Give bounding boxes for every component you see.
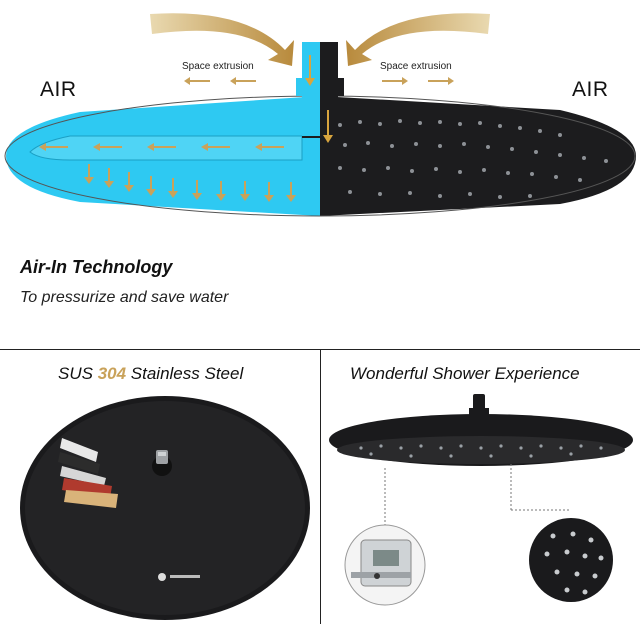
feature-subheading: To pressurize and save water [20,289,229,306]
air-arrow-right-icon [346,13,490,66]
stainless-disc-image [0,390,320,624]
material-title-suffix: Stainless Steel [126,364,244,383]
air-label-left: AIR [40,78,77,101]
feature-heading: Air-In Technology [20,257,173,277]
top-illustration [4,13,636,345]
material-layers-icon [58,438,118,508]
nozzle-closeup-icon [529,518,613,602]
extrusion-arrows-left [184,77,256,85]
section-divider-vertical [320,349,321,624]
nozzle-grid [338,119,608,199]
shower-cross-section [4,13,636,345]
flow-arrows-down [305,55,333,143]
shower-experience-image [321,390,640,624]
shower-head-black-half [320,96,636,216]
flow-arrows-downward [84,164,296,202]
flow-arrows-left [39,143,284,151]
caliper-detail-icon [344,524,426,606]
space-extrusion-right: Space extrusion [380,61,452,72]
material-title: SUS 304 Stainless Steel [58,364,243,384]
brand-logo-icon [158,573,166,581]
extrusion-arrows-right [382,77,454,85]
water-streams [325,193,600,345]
air-arrow-left-icon [150,13,294,66]
experience-title: Wonderful Shower Experience [350,364,580,383]
air-label-right: AIR [572,78,609,101]
material-grade: 304 [97,364,127,383]
material-title-prefix: SUS [58,364,98,383]
space-extrusion-left: Space extrusion [182,61,254,72]
